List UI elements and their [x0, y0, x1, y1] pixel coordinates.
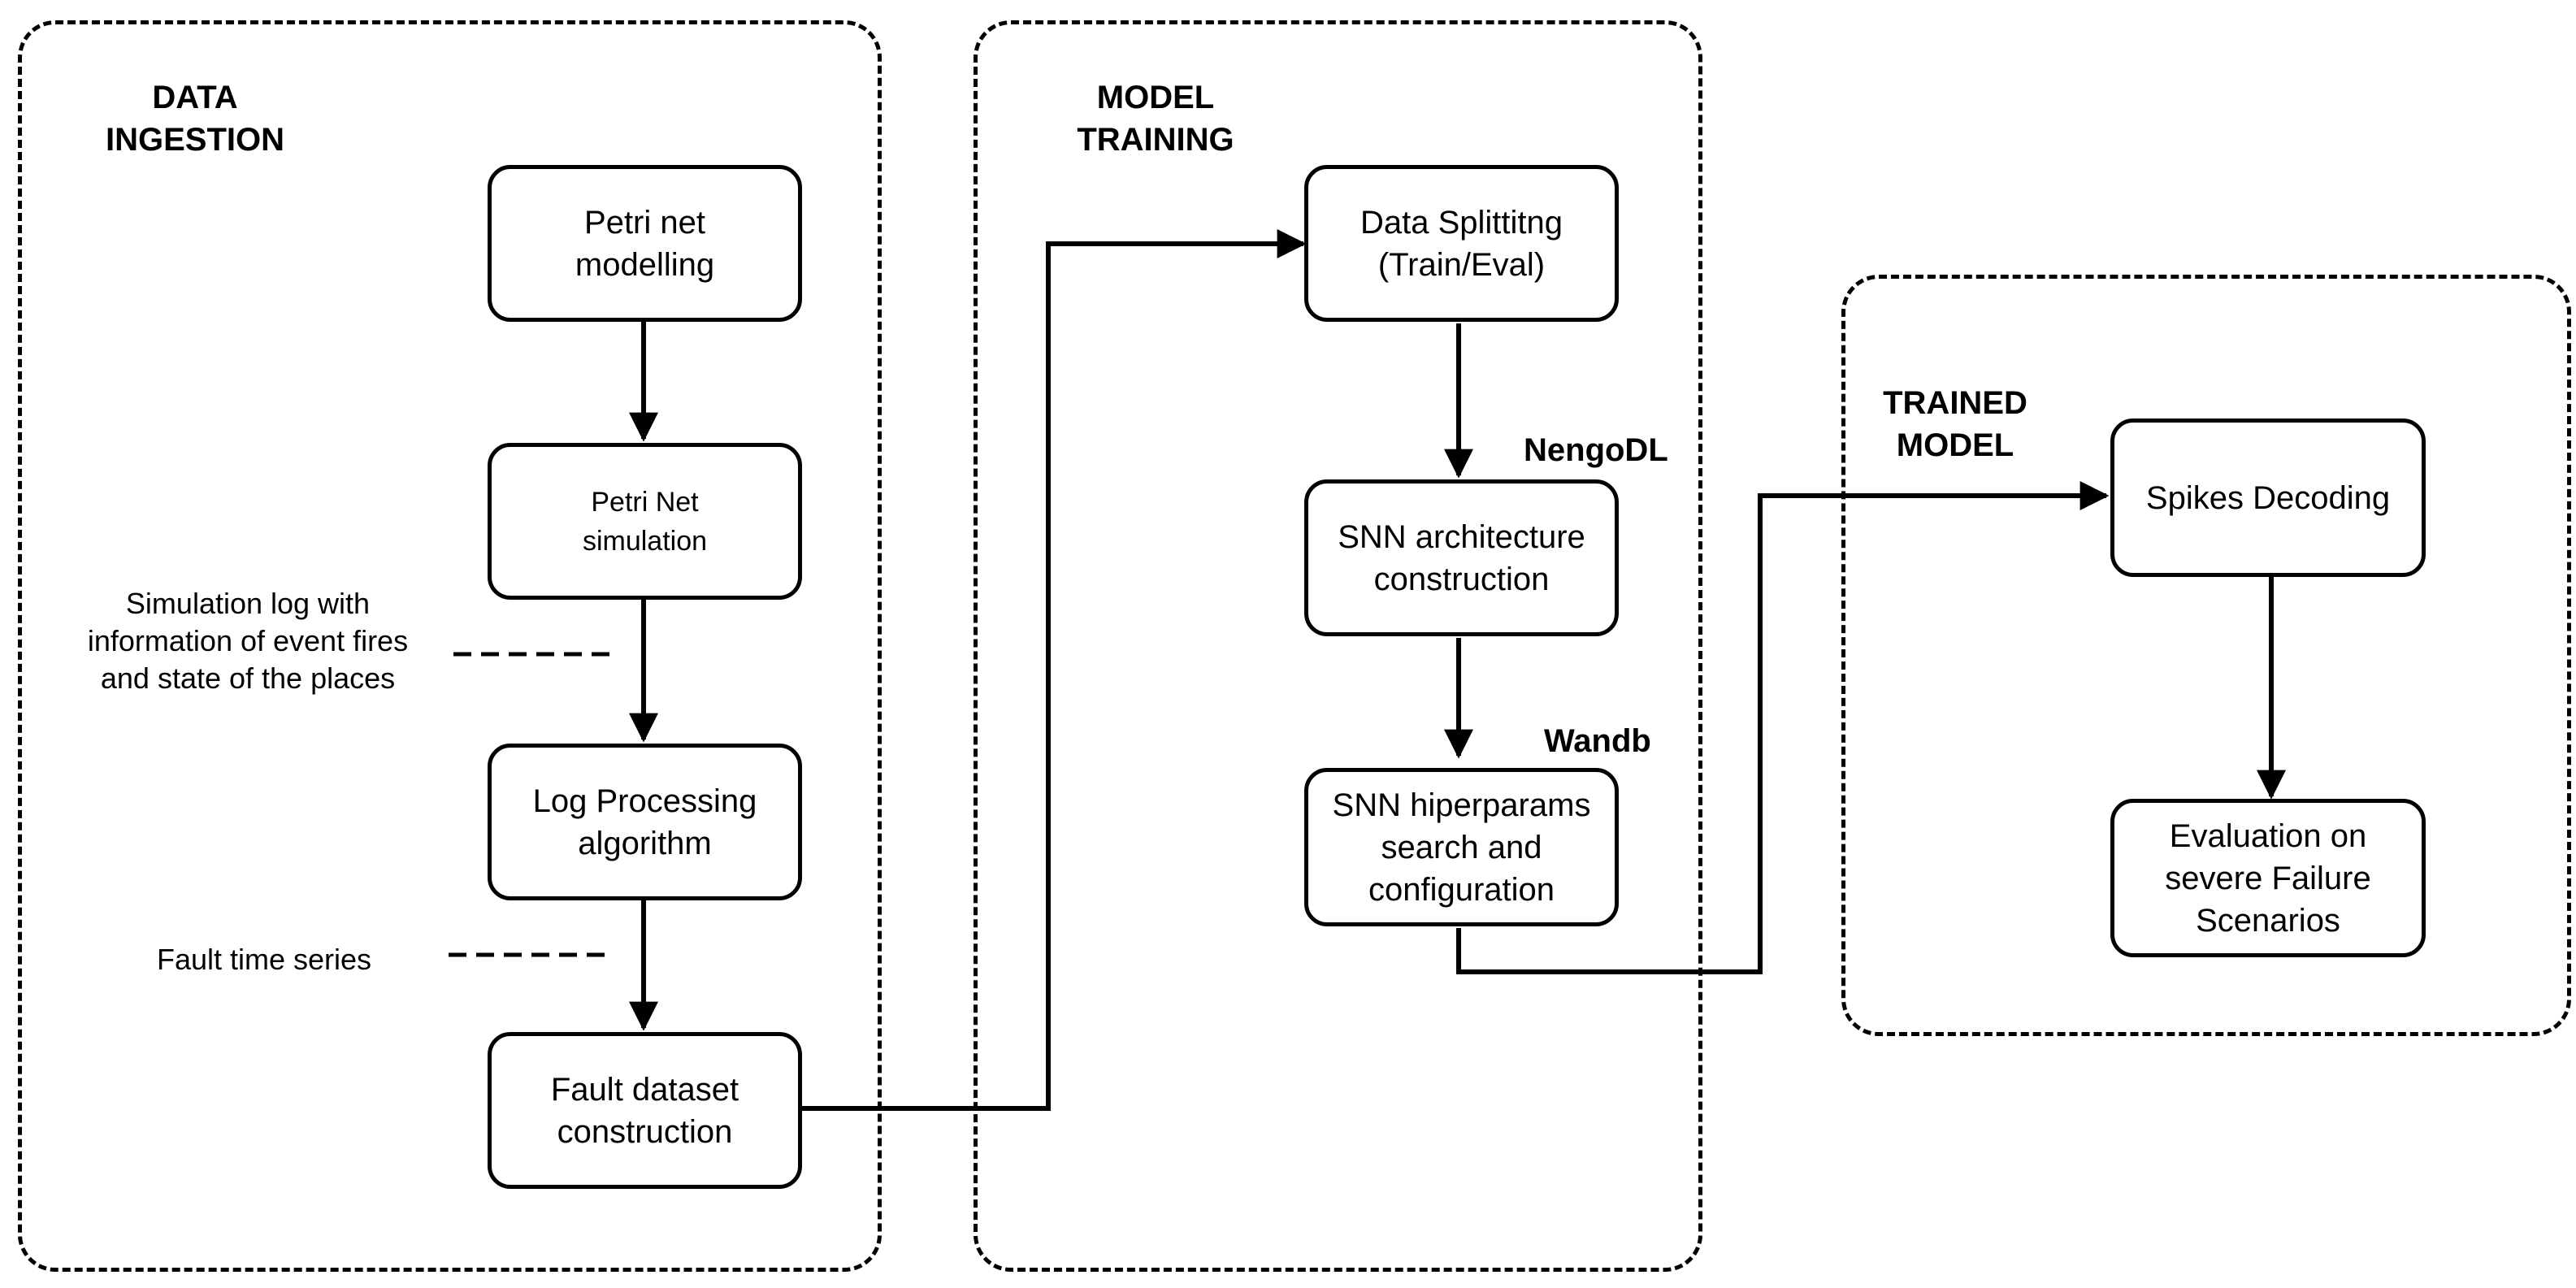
- evaluation-label: Evaluation on severe Failure Scenarios: [2165, 817, 2371, 939]
- snn-hyperparams-label: SNN hiperparams search and configuration: [1332, 787, 1591, 908]
- data-ingestion-title: DATA INGESTION: [105, 80, 285, 158]
- model-training-group: [974, 20, 1702, 1272]
- data-splitting-label: Data Splittitng (Train/Eval): [1360, 204, 1563, 283]
- fault-dataset-node: Fault dataset construction: [488, 1032, 802, 1189]
- arrow-hyperparams-to-spikes-decoding: [1456, 481, 2110, 974]
- simulation-log-note: Simulation log with information of event…: [87, 587, 409, 695]
- log-processing-label: Log Processing algorithm: [532, 783, 757, 861]
- petri-net-simulation-label: Petri Net simulation: [582, 486, 708, 557]
- petri-net-modelling-label: Petri net modelling: [575, 204, 715, 283]
- data-ingestion-group: [18, 20, 882, 1272]
- snn-architecture-label: SNN architecture construction: [1338, 518, 1585, 597]
- petri-net-simulation-node: Petri Net simulation: [488, 443, 802, 600]
- spikes-decoding-node: Spikes Decoding: [2110, 418, 2426, 577]
- data-splitting-node: Data Splittitng (Train/Eval): [1304, 165, 1619, 322]
- petri-net-modelling-node: Petri net modelling: [488, 165, 802, 322]
- model-training-title: MODEL TRAINING: [1077, 80, 1234, 158]
- trained-model-title: TRAINED MODEL: [1883, 385, 2027, 463]
- wandb-label: Wandb: [1544, 723, 1651, 759]
- fault-time-series-note: Fault time series: [156, 943, 372, 976]
- log-processing-node: Log Processing algorithm: [488, 744, 802, 900]
- trained-model-group: [1841, 275, 2571, 1036]
- snn-architecture-node: SNN architecture construction: [1304, 479, 1619, 636]
- snn-hyperparams-node: SNN hiperparams search and configuration: [1304, 768, 1619, 926]
- evaluation-node: Evaluation on severe Failure Scenarios: [2110, 799, 2426, 957]
- arrow-fault-dataset-to-data-splitting: [800, 229, 1307, 1111]
- fault-dataset-label: Fault dataset construction: [550, 1071, 739, 1150]
- spikes-decoding-label: Spikes Decoding: [2145, 479, 2391, 516]
- nengodl-label: NengoDL: [1524, 432, 1668, 468]
